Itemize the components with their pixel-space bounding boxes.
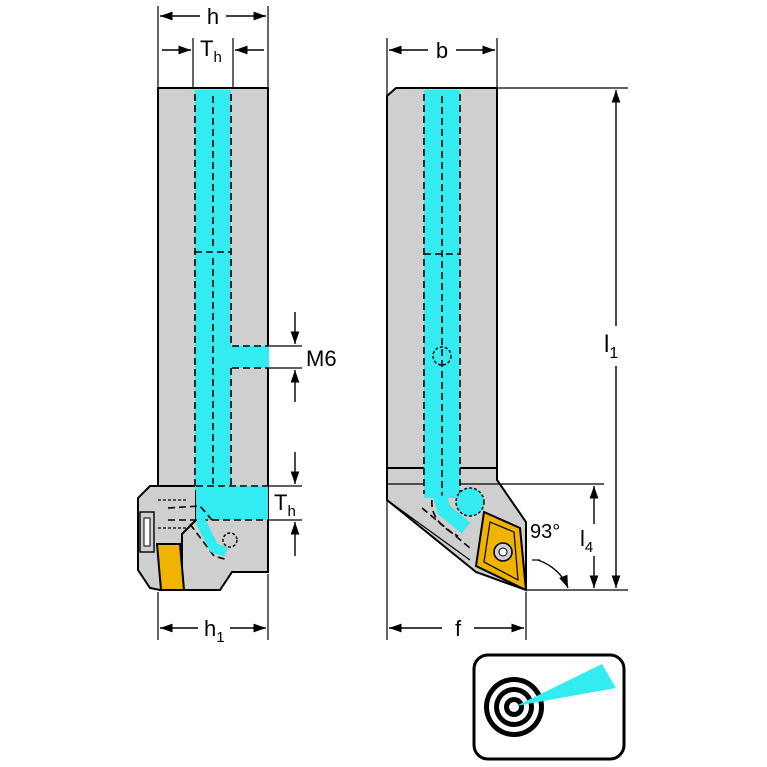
- insert-front: [155, 543, 186, 591]
- front-view: h Th: [137, 4, 337, 646]
- l1-label: l1: [604, 331, 618, 362]
- th-top-label: Th: [200, 36, 222, 66]
- th-side-label: Th: [274, 490, 296, 520]
- h-label: h: [207, 4, 219, 29]
- th-coolant-port: [196, 486, 268, 520]
- angle-label: 93°: [530, 521, 560, 543]
- m6-label: M6: [306, 346, 337, 371]
- b-label: b: [436, 38, 448, 63]
- h1-label: h1: [204, 616, 225, 646]
- top-view: b l1 l4: [386, 38, 628, 641]
- coolant-through-target-icon: [472, 653, 626, 761]
- l4-label: l4: [580, 526, 593, 556]
- f-label: f: [455, 616, 462, 641]
- m6-coolant-port: [231, 346, 269, 368]
